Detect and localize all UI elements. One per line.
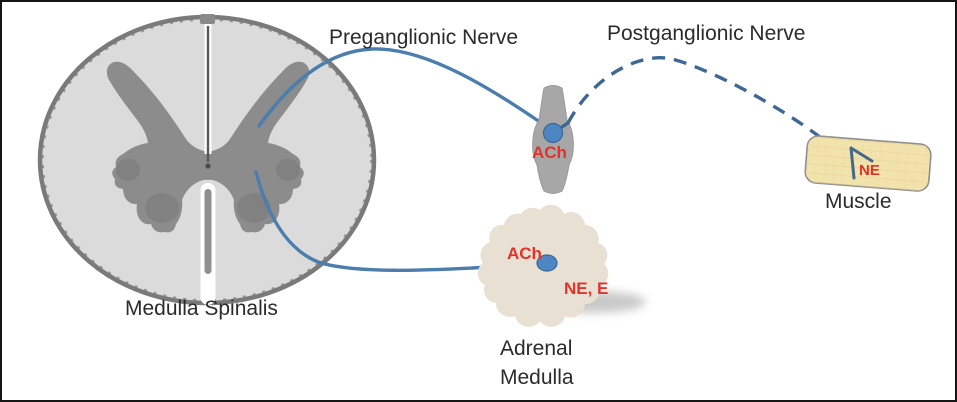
- neurotransmitter-ne-e-adrenal: NE, E: [564, 279, 609, 298]
- label-preganglionic-nerve: Preganglionic Nerve: [329, 26, 519, 49]
- label-adrenal-line2: Medulla: [500, 365, 574, 389]
- neurotransmitter-ach-adrenal: ACh: [507, 244, 542, 263]
- ganglion-synapse-dot: [542, 122, 564, 144]
- postganglionic-nerve-line: [566, 56, 837, 151]
- muscle-group: [804, 135, 932, 192]
- label-adrenal-line1: Adrenal: [500, 337, 573, 360]
- ventral-fissure-septum: [204, 189, 212, 274]
- label-muscle: Muscle: [825, 190, 892, 213]
- spinal-cord-cross-section: [37, 14, 377, 306]
- gray-matter-butterfly-right: [208, 61, 310, 233]
- preganglionic-nerve-line: [257, 47, 552, 131]
- muscle-texture: [805, 136, 931, 191]
- gray-matter-butterfly-left: [106, 61, 208, 233]
- label-medulla-spinalis: Medulla Spinalis: [125, 297, 278, 320]
- neurotransmitter-ach-ganglion: ACh: [532, 143, 567, 162]
- neurotransmitter-ne-muscle: NE: [859, 162, 880, 179]
- label-postganglionic-nerve: Postganglionic Nerve: [607, 22, 806, 45]
- gray-matter-shading: [116, 159, 300, 223]
- dorsal-notch: [200, 14, 215, 24]
- muscle-nerve-ending: [849, 146, 874, 180]
- central-canal: [205, 163, 211, 169]
- adrenal-synapse-dot: [536, 254, 558, 272]
- spinal-cord-rim-texture: [42, 19, 372, 301]
